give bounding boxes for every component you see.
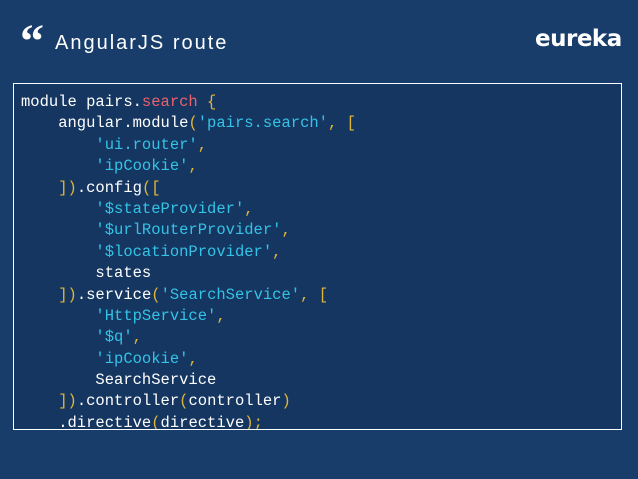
code-token: controller (188, 392, 282, 411)
code-punctuation: , (244, 199, 254, 218)
slide-title: AngularJS route (55, 32, 229, 54)
code-token (21, 200, 95, 218)
code-punctuation: , (281, 221, 291, 240)
code-line: ]).config([ (21, 178, 621, 199)
code-punctuation: ]) (58, 392, 77, 411)
code-token (21, 328, 95, 346)
code-punctuation: ); (244, 413, 263, 430)
code-line: SearchService (21, 370, 621, 391)
code-token: module pairs. (21, 93, 142, 111)
code-line: angular.module('pairs.search', [ (21, 113, 621, 134)
code-punctuation: , (216, 306, 226, 325)
code-string: 'ipCookie' (95, 349, 189, 368)
code-line: 'ui.router', (21, 135, 621, 156)
code-token: .directive (21, 413, 152, 430)
code-punctuation: ) (281, 392, 291, 411)
code-punctuation: { (197, 93, 217, 111)
code-punctuation: ]) (58, 178, 77, 197)
eureka-logo: eureka (535, 26, 622, 52)
code-punctuation: ( (188, 114, 198, 133)
code-string: '$stateProvider' (95, 199, 245, 218)
code-token: states (21, 264, 152, 283)
code-punctuation: ]) (58, 285, 77, 304)
code-string: '$q' (95, 328, 133, 347)
code-token: .config (76, 178, 142, 197)
code-token (21, 286, 58, 304)
code-string: 'pairs.search' (197, 114, 328, 133)
code-block: module pairs.search { angular.module('pa… (13, 83, 622, 430)
code-punctuation: , (188, 349, 198, 368)
code-punctuation: ( (151, 285, 161, 304)
code-string: 'SearchService' (160, 285, 301, 304)
code-token (21, 350, 95, 368)
code-token: .service (76, 285, 152, 304)
code-punctuation: , (188, 157, 198, 176)
code-token (21, 179, 58, 197)
code-line: '$urlRouterProvider', (21, 220, 621, 241)
code-punctuation: , (272, 242, 282, 261)
code-punctuation: , (132, 328, 142, 347)
code-line: states (21, 263, 621, 284)
code-token (21, 136, 95, 154)
code-string: '$urlRouterProvider' (95, 221, 282, 240)
code-line: 'ipCookie', (21, 156, 621, 177)
code-line: '$stateProvider', (21, 199, 621, 220)
slide-header: “ AngularJS route eureka (0, 0, 638, 80)
code-line: module pairs.search { (21, 92, 621, 113)
code-line: '$locationProvider', (21, 242, 621, 263)
code-token: .controller (76, 392, 180, 411)
code-token: SearchService (21, 371, 217, 390)
code-token (21, 157, 95, 175)
code-keyword: search (141, 93, 198, 111)
code-line: ]).service('SearchService', [ (21, 285, 621, 306)
code-token (21, 221, 95, 239)
quote-icon: “ (20, 15, 44, 68)
code-token (21, 307, 95, 325)
code-line: 'HttpService', (21, 306, 621, 327)
code-punctuation: ([ (141, 178, 161, 197)
code-string: 'HttpService' (95, 306, 217, 325)
code-line: ]).controller(controller) (21, 391, 621, 412)
code-punctuation: , (197, 135, 208, 154)
code-punctuation: , [ (327, 114, 356, 133)
code-line: .directive(directive); (21, 413, 621, 430)
code-punctuation: , [ (300, 285, 328, 304)
code-token: directive (160, 413, 245, 430)
code-line: '$q', (21, 327, 621, 348)
code-string: 'ui.router' (95, 135, 198, 154)
code-token (21, 392, 58, 410)
code-string: '$locationProvider' (95, 242, 273, 261)
code-string: 'ipCookie' (95, 157, 189, 176)
code-punctuation: ( (151, 413, 161, 430)
code-token: angular.module (21, 114, 189, 133)
code-line: 'ipCookie', (21, 349, 621, 370)
code-token (21, 243, 95, 261)
code-punctuation: ( (179, 392, 189, 411)
